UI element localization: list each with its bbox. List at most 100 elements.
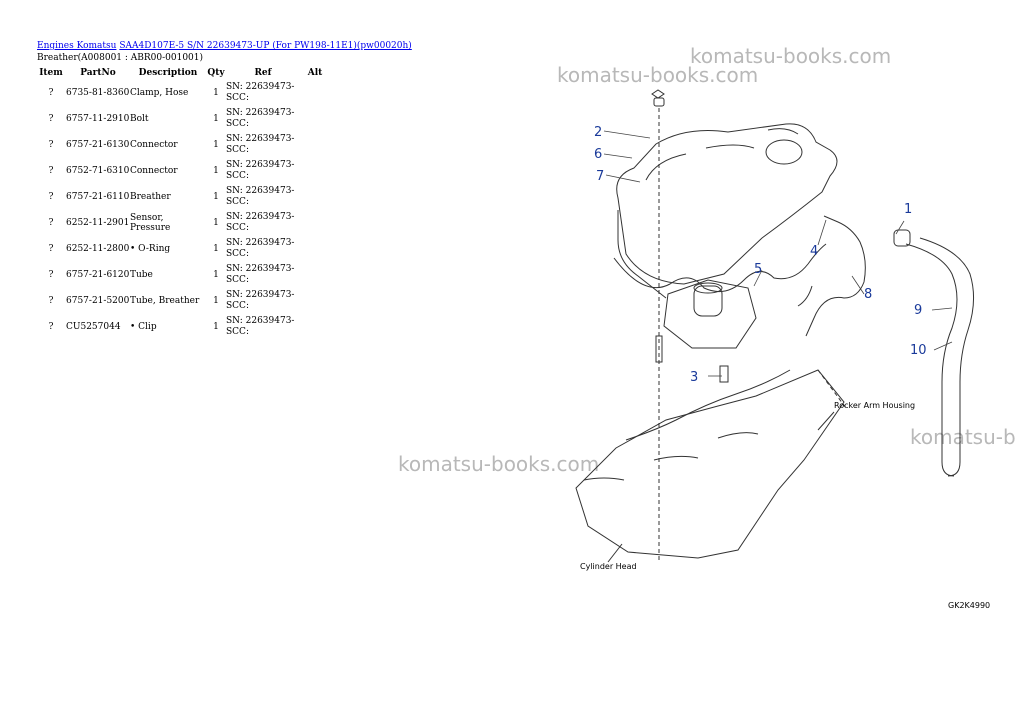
callout-6: 6 xyxy=(594,147,602,162)
cell-ref: SN: 22639473-SCC: xyxy=(226,238,295,259)
callout-3: 3 xyxy=(690,370,698,385)
breadcrumb-link-engines[interactable]: Engines Komatsu xyxy=(37,41,117,51)
cell-partno: 6757-21-6110 xyxy=(66,192,130,202)
leader-line xyxy=(753,269,763,287)
rocker-arm-housing-label: Rocker Arm Housing xyxy=(834,401,915,410)
breather-body-shape xyxy=(693,285,723,317)
cell-partno: 6757-21-6130 xyxy=(66,140,130,150)
leader-line xyxy=(603,153,633,159)
cell-item: ? xyxy=(48,244,54,254)
cell-qty: 1 xyxy=(213,166,219,176)
pin-shape xyxy=(655,335,663,363)
cell-description: Connector xyxy=(130,140,178,150)
breather-top-shape xyxy=(693,282,723,294)
breather-tube-shape xyxy=(919,237,974,477)
clamp-shape xyxy=(893,229,911,247)
cell-item: ? xyxy=(48,166,54,176)
connector-4-shape xyxy=(797,285,813,307)
cell-partno: CU5257044 xyxy=(66,322,121,332)
callout-1: 1 xyxy=(904,202,912,217)
cover-edge-shape xyxy=(617,210,667,299)
callout-7: 7 xyxy=(596,169,604,184)
callout-8: 8 xyxy=(864,287,872,302)
cell-description: Breather xyxy=(130,192,171,202)
page-subtitle: Breather(A008001 : ABR00-001001) xyxy=(37,53,204,63)
cell-partno: 6757-21-5200 xyxy=(66,296,130,306)
leader-line xyxy=(817,219,827,246)
cell-ref: SN: 22639473-SCC: xyxy=(226,160,295,181)
cell-description: Connector xyxy=(130,166,178,176)
cell-partno: 6735-81-8360 xyxy=(66,88,130,98)
cell-partno: 6757-11-2910 xyxy=(66,114,130,124)
cell-alt xyxy=(300,262,330,288)
bolt-shape xyxy=(719,365,729,383)
watermark-text: komatsu-books.com xyxy=(398,452,600,476)
breadcrumb: Engines Komatsu SAA4D107E-5 S/N 22639473… xyxy=(37,40,412,52)
oil-filler-cap-shape xyxy=(765,139,803,165)
cell-description: Tube, Breather xyxy=(130,296,200,306)
cell-qty: 1 xyxy=(213,114,219,124)
cell-alt xyxy=(300,184,330,210)
column-header-item: Item xyxy=(39,68,63,78)
callout-2: 2 xyxy=(594,125,602,140)
figure-code-label: GK2K4990 xyxy=(948,601,990,610)
cell-ref: SN: 22639473-SCC: xyxy=(226,290,295,311)
cell-qty: 1 xyxy=(213,244,219,254)
cell-description: • O-Ring xyxy=(130,244,171,254)
cell-description: Bolt xyxy=(130,114,149,124)
table-row: ? 6252-11-2800• O-Ring 1 SN: 22639473-SCC: xyxy=(36,236,330,262)
leader-line xyxy=(817,411,835,431)
watermark-text: komatsu-b xyxy=(910,425,1016,449)
cell-ref: SN: 22639473-SCC: xyxy=(226,108,295,129)
breadcrumb-link-model[interactable]: SAA4D107E-5 S/N 22639473-UP (For PW198-1… xyxy=(119,41,412,51)
cell-alt xyxy=(300,106,330,132)
cell-alt xyxy=(300,158,330,184)
cell-partno: 6252-11-2800 xyxy=(66,244,130,254)
leader-line xyxy=(603,130,651,139)
small-nut-shape xyxy=(651,89,665,99)
leader-line xyxy=(895,220,905,235)
cell-description: Sensor, Pressure xyxy=(130,213,171,233)
cell-partno: 6252-11-2901 xyxy=(66,218,130,228)
column-header-qty: Qty xyxy=(207,68,225,78)
cell-alt xyxy=(300,210,330,236)
tube-8-shape xyxy=(805,215,866,337)
leader-line xyxy=(851,275,865,295)
column-header-alt: Alt xyxy=(307,68,323,78)
leader-line xyxy=(605,174,641,183)
callout-9: 9 xyxy=(914,303,922,318)
cell-item: ? xyxy=(48,296,54,306)
column-header-description: Description xyxy=(138,68,198,78)
cell-qty: 1 xyxy=(213,218,219,228)
cylinder-head-detail xyxy=(625,369,791,441)
cell-qty: 1 xyxy=(213,270,219,280)
cell-partno: 6752-71-6310 xyxy=(66,166,130,176)
cell-qty: 1 xyxy=(213,140,219,150)
leader-line xyxy=(931,307,953,311)
callout-10: 10 xyxy=(910,343,927,358)
cell-partno: 6757-21-6120 xyxy=(66,270,130,280)
watermark-text: komatsu-books.com xyxy=(690,44,892,68)
column-header-partno: PartNo xyxy=(80,68,116,78)
column-header-ref: Ref xyxy=(254,67,272,78)
page-header: Engines Komatsu SAA4D107E-5 S/N 22639473… xyxy=(37,40,412,64)
cell-description: Tube xyxy=(130,270,153,280)
cell-ref: SN: 22639473-SCC: xyxy=(226,212,295,233)
watermark-text: komatsu-books.com xyxy=(557,63,759,87)
cell-qty: 1 xyxy=(213,88,219,98)
cell-alt xyxy=(300,132,330,158)
table-header-row: Item PartNo Description Qty Ref Alt xyxy=(36,66,330,80)
cell-item: ? xyxy=(48,270,54,280)
cell-qty: 1 xyxy=(213,192,219,202)
leader-line xyxy=(933,341,953,351)
cylinder-head-label: Cylinder Head xyxy=(580,562,637,571)
callout-5: 5 xyxy=(754,262,762,277)
